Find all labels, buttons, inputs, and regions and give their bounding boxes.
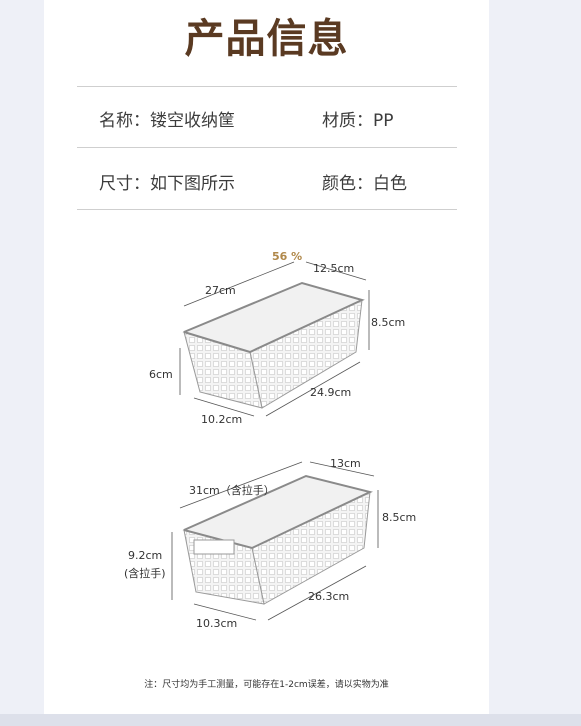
basket1-top-width: 12.5cm: [313, 262, 355, 275]
material-value: PP: [373, 111, 394, 131]
basket-2: [171, 461, 379, 621]
percent-badge: 56 %: [272, 250, 303, 263]
basket2-top-width: 13cm: [330, 457, 361, 470]
divider: [77, 209, 457, 210]
basket2-bottom-width: 10.3cm: [196, 617, 238, 630]
basket2-height: 8.5cm: [382, 511, 417, 524]
name-label: 名称：: [99, 111, 150, 131]
page-title: 产品信息: [184, 16, 349, 62]
basket2-front-height-note: (含拉手): [124, 567, 166, 580]
basket2-bottom-length: 26.3cm: [308, 590, 350, 603]
color-row: 颜色：白色: [322, 169, 407, 194]
name-value: 镂空收纳筐: [150, 111, 235, 131]
basket1-front-height: 6cm: [149, 368, 173, 381]
divider: [77, 147, 457, 148]
basket1-bottom-width: 10.2cm: [201, 413, 243, 426]
basket-1: [179, 261, 370, 417]
color-value: 白色: [373, 174, 407, 194]
basket2-top-length: 31cm（含拉手）: [189, 484, 275, 497]
color-label: 颜色：: [322, 174, 373, 194]
basket2-front-height: 9.2cm: [128, 549, 163, 562]
product-info-panel: 产品信息 名称：镂空收纳筐 材质：PP 尺寸：如下图所示 颜色：白色: [44, 0, 489, 714]
size-row: 尺寸：如下图所示: [99, 169, 235, 194]
basket1-top-length: 27cm: [205, 284, 236, 297]
basket1-bottom-length: 24.9cm: [310, 386, 352, 399]
material-label: 材质：: [322, 111, 373, 131]
measurement-note: 注：尺寸均为手工测量，可能存在1-2cm误差，请以实物为准: [144, 680, 389, 690]
bottom-band: [0, 714, 581, 726]
basket-illustrations: [171, 261, 379, 621]
size-value: 如下图所示: [150, 174, 235, 194]
size-label: 尺寸：: [99, 174, 150, 194]
basket1-height: 8.5cm: [371, 316, 406, 329]
name-row: 名称：镂空收纳筐: [99, 106, 235, 131]
material-row: 材质：PP: [322, 106, 394, 131]
divider: [77, 86, 457, 87]
